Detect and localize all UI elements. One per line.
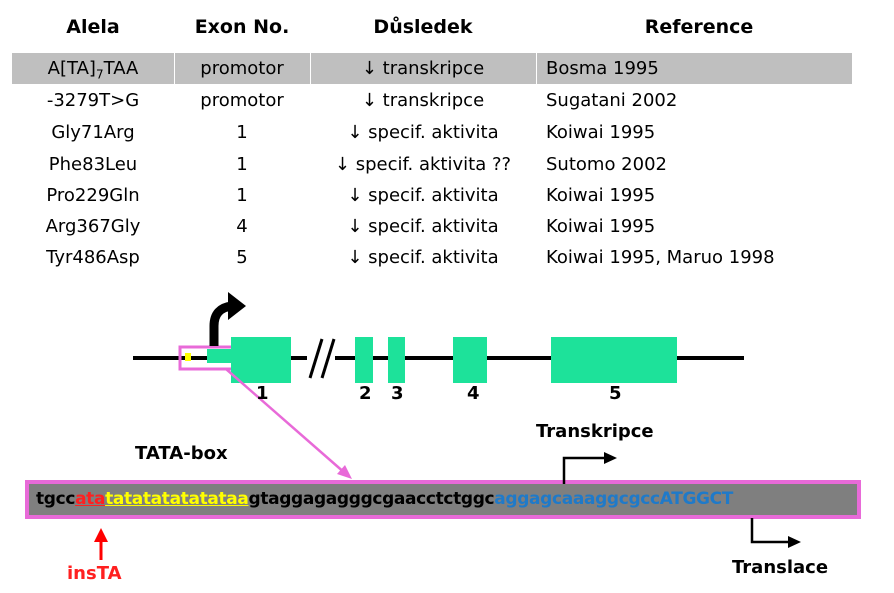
effect-cell: ↓ transkripce xyxy=(361,90,485,111)
exon-cell: 1 xyxy=(236,122,248,143)
exon-label-4: 4 xyxy=(467,383,480,404)
allele-cell: -3279T>G xyxy=(46,90,140,111)
table-row: Arg367Gly 4 ↓ specif. aktivita Koiwai 19… xyxy=(12,211,852,242)
exon-4 xyxy=(453,337,487,383)
allele-cell: Tyr486Asp xyxy=(46,247,140,268)
allele-cell: A[TA]7TAA xyxy=(12,53,174,84)
exon-5 xyxy=(551,337,677,383)
dna-sequence: tgccatatatatatatatataagtaggagagggcgaacct… xyxy=(36,489,733,509)
exon-cell: 1 xyxy=(236,154,248,175)
tata-mark xyxy=(185,353,191,361)
allele-cell: Phe83Leu xyxy=(48,154,138,175)
transcription-start-arrowhead xyxy=(228,292,246,320)
header-alela: Alela xyxy=(66,16,120,38)
reference-cell: Koiwai 1995 xyxy=(546,122,656,143)
header-reference: Reference xyxy=(644,16,754,38)
exon-1 xyxy=(231,337,291,383)
zoom-connector xyxy=(225,368,347,475)
translace-arrow xyxy=(750,518,790,544)
seq-insertion: ata xyxy=(75,489,106,509)
transkripce-arrow xyxy=(562,456,606,484)
insta-label: insTA xyxy=(67,563,122,584)
translace-label: Translace xyxy=(732,557,829,578)
table-row: Tyr486Asp 5 ↓ specif. aktivita Koiwai 19… xyxy=(12,242,852,273)
exon-cell: promotor xyxy=(200,58,284,79)
header-dusledek: Důsledek xyxy=(373,16,473,38)
exon-2 xyxy=(355,337,373,383)
exon-label-2: 2 xyxy=(359,383,372,404)
effect-cell: ↓ specif. aktivita xyxy=(347,247,499,268)
allele-prefix: A[TA] xyxy=(47,58,96,79)
effect-cell: ↓ specif. aktivita ?? xyxy=(334,154,512,175)
reference-cell: Bosma 1995 xyxy=(546,58,659,79)
allele-cell: Arg367Gly xyxy=(45,216,141,237)
exon-cell: promotor xyxy=(200,90,284,111)
exon-cell: 1 xyxy=(236,185,248,206)
table-row: Gly71Arg 1 ↓ specif. aktivita Koiwai 199… xyxy=(12,117,852,148)
seq-utr: aggagcaaaggcgcc xyxy=(494,489,660,509)
exon-label-5: 5 xyxy=(609,383,622,404)
allele-suffix: TAA xyxy=(103,58,139,79)
effect-cell: ↓ specif. aktivita xyxy=(347,216,499,237)
exon-3 xyxy=(388,337,405,383)
insta-arrowhead xyxy=(94,528,108,542)
effect-cell: ↓ transkripce xyxy=(361,58,485,79)
allele-subscript: 7 xyxy=(95,67,104,82)
table-row: -3279T>G promotor ↓ transkripce Sugatani… xyxy=(12,85,852,116)
reference-cell: Sugatani 2002 xyxy=(546,90,678,111)
break-mark-right xyxy=(320,338,336,379)
seq-part-1: tgcc xyxy=(36,489,76,509)
table-row: Phe83Leu 1 ↓ specif. aktivita ?? Sutomo … xyxy=(12,149,852,180)
table-row: Pro229Gln 1 ↓ specif. aktivita Koiwai 19… xyxy=(12,180,852,211)
exon-label-3: 3 xyxy=(391,383,404,404)
reference-cell: Koiwai 1995, Maruo 1998 xyxy=(546,247,775,268)
zoom-connector-head xyxy=(337,465,352,479)
transkripce-label: Transkripce xyxy=(536,421,654,442)
seq-part-2: gtaggagagggcgaacctctggc xyxy=(248,489,495,509)
tata-box-label: TATA-box xyxy=(135,443,228,464)
allele-cell: Pro229Gln xyxy=(46,185,140,206)
table-row: A[TA]7TAA promotor ↓ transkripce Bosma 1… xyxy=(12,53,852,84)
translace-arrowhead xyxy=(788,536,801,548)
seq-tata: tatatatatatataa xyxy=(105,489,249,509)
exon-cell: 4 xyxy=(236,216,248,237)
sequence-box xyxy=(25,480,861,519)
break-mark-left xyxy=(308,338,324,379)
reference-cell: Koiwai 1995 xyxy=(546,185,656,206)
effect-cell: ↓ specif. aktivita xyxy=(347,185,499,206)
transkripce-arrowhead xyxy=(604,452,617,464)
allele-cell: Gly71Arg xyxy=(51,122,135,143)
effect-cell: ↓ specif. aktivita xyxy=(347,122,499,143)
exon-label-1: 1 xyxy=(256,383,269,404)
seq-start-codon: ATGGCT xyxy=(659,489,734,509)
reference-cell: Sutomo 2002 xyxy=(546,154,667,175)
exon-cell: 5 xyxy=(236,247,248,268)
header-exon-no: Exon No. xyxy=(194,16,290,38)
promoter-box xyxy=(207,349,233,363)
reference-cell: Koiwai 1995 xyxy=(546,216,656,237)
